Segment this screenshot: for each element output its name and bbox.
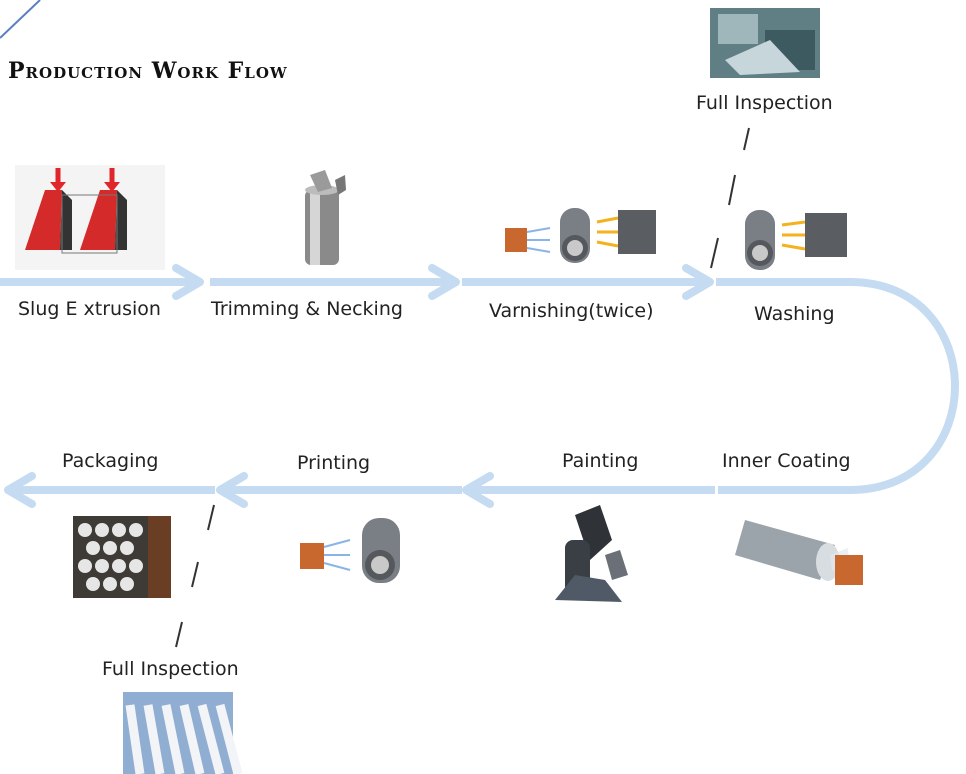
varnishing-image [505,208,656,263]
trimming-can-image [305,170,346,265]
step-label-washing: Washing [754,303,835,325]
arrow-trimming-to-varnishing [210,264,460,300]
inspection-photo-bottom [123,692,243,774]
arrow-inner-to-painting [462,472,715,508]
inspection-photo-top [710,8,820,78]
step-label-inner-coating: Inner Coating [722,450,851,472]
packaging-photo [73,516,171,598]
slug-extrusion-image [15,165,165,270]
step-label-trimming-necking: Trimming & Necking [211,298,403,320]
step-label-printing: Printing [297,452,371,474]
inner-coating-image [735,520,863,585]
arrow-varnishing-to-washing [462,264,714,300]
arrow-printing-to-packaging [4,472,215,508]
inspection-label-top: Full Inspection [696,92,833,114]
inspection-dash-bottom [175,504,215,648]
step-label-packaging: Packaging [62,450,159,472]
step-label-varnishing: Varnishing(twice) [489,300,654,322]
printing-image [300,518,400,583]
painting-image [555,505,628,602]
inspection-label-bottom: Full Inspection [102,658,239,680]
inspection-dash-top [710,127,750,269]
step-label-painting: Painting [562,450,639,472]
washing-image [745,210,847,270]
corner-accent-line [0,0,41,39]
curve-washing-to-inner-coating [716,278,959,494]
arrow-painting-to-printing [216,472,462,508]
step-label-slug-extrusion: Slug E xtrusion [18,298,161,320]
arrow-slug-to-trimming [0,264,204,300]
page-title: Production Work Flow [8,58,288,84]
